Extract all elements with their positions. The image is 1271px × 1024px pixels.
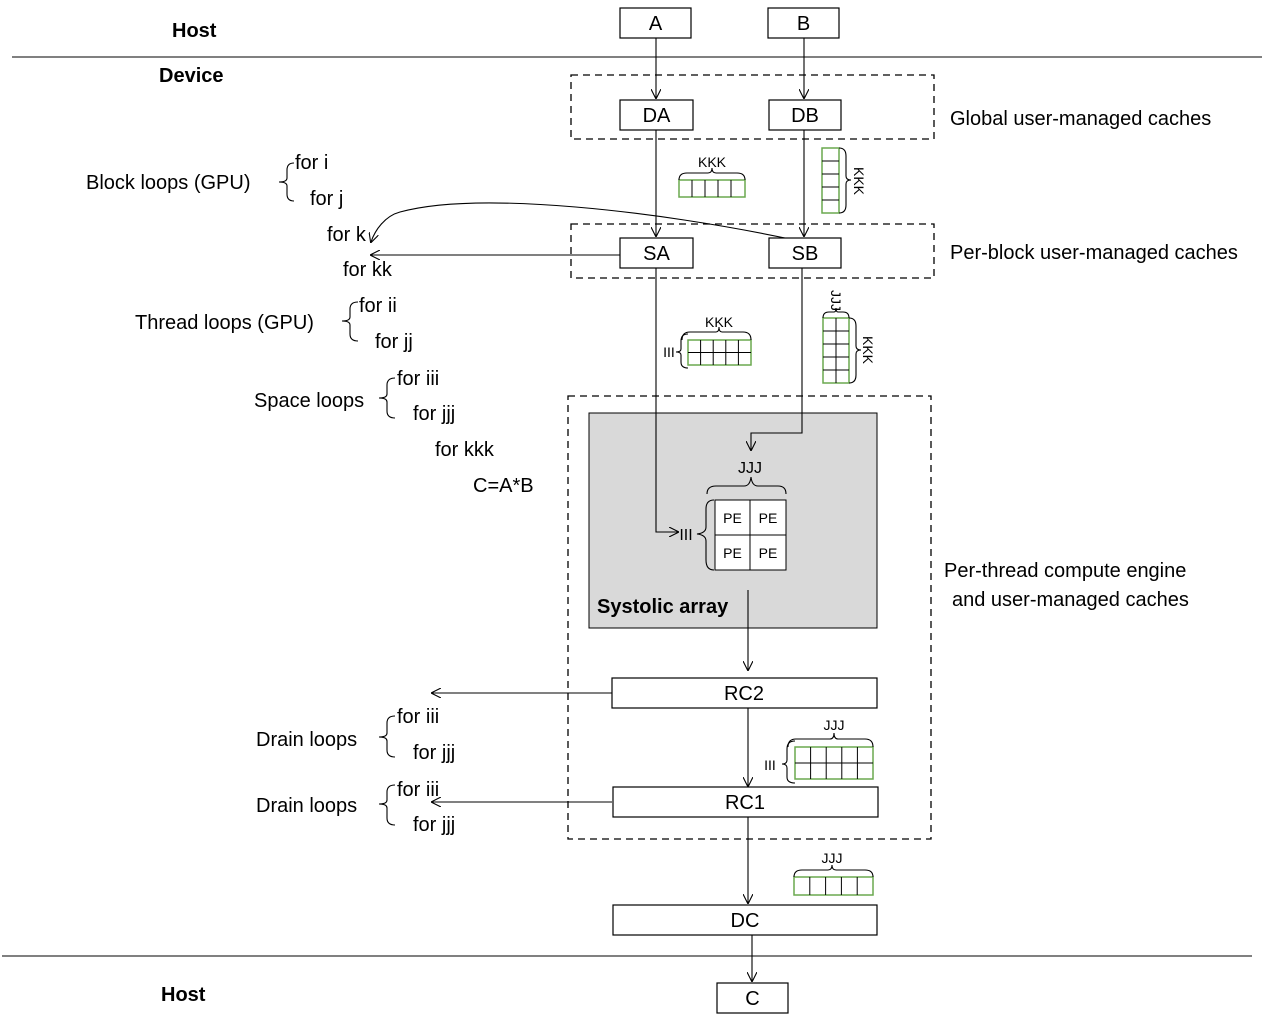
pe-cell: PE	[723, 510, 742, 526]
loop-for-iii: for iii	[397, 368, 439, 390]
box-b: B	[767, 7, 840, 39]
drain2-for-iii: for iii	[397, 779, 439, 801]
box-rc1-label: RC1	[725, 792, 765, 814]
tile-db: KKK	[821, 147, 867, 214]
per-thread-label-line2: and user-managed caches	[952, 589, 1189, 611]
drain2-for-jjj: for jjj	[413, 814, 455, 836]
per-block-cache-label: Per-block user-managed caches	[950, 242, 1238, 264]
tile-sa-kkk: KKK	[705, 314, 734, 330]
host-bottom-label: Host	[161, 984, 206, 1006]
tile-sa: KKK III	[663, 314, 752, 369]
box-rc2-label: RC2	[724, 683, 764, 705]
arrow-sa-systolic	[655, 268, 678, 532]
systolic-jjj-label: JJJ	[738, 460, 762, 477]
block-loops-brace	[278, 162, 295, 202]
tile-rc2-jjj: JJJ	[824, 717, 845, 733]
tile-rc1: JJJ	[793, 850, 874, 896]
tile-db-kkk: KKK	[851, 167, 867, 196]
global-cache-region	[570, 74, 935, 140]
box-dc: DC	[612, 904, 878, 936]
pe-cell: PE	[759, 510, 778, 526]
per-block-cache-region	[570, 223, 935, 279]
box-da: DA	[619, 99, 694, 131]
drain-loops-brace-2	[378, 784, 396, 826]
box-db: DB	[768, 99, 842, 131]
tile-sb-jjj: JJJ	[828, 290, 844, 311]
space-loops-brace	[378, 377, 396, 419]
block-loops-label: Block loops (GPU)	[86, 172, 251, 194]
thread-loops-label: Thread loops (GPU)	[135, 312, 314, 334]
box-sb-label: SB	[792, 243, 819, 265]
loop-for-i: for i	[295, 152, 328, 174]
thread-loops-brace	[341, 301, 359, 342]
loop-for-ii: for ii	[359, 295, 397, 317]
tile-sb-kkk: KKK	[860, 336, 876, 365]
loop-for-kkk: for kkk	[435, 439, 495, 461]
box-c: C	[716, 982, 789, 1014]
drain-loops-label-1: Drain loops	[256, 729, 357, 751]
pe-cell: PE	[759, 545, 778, 561]
space-loops-label: Space loops	[254, 390, 364, 412]
box-rc1: RC1	[612, 786, 879, 818]
systolic-iii-label: III	[679, 527, 692, 544]
tile-sa-iii: III	[663, 344, 675, 360]
compute-statement: C=A*B	[473, 475, 534, 497]
per-thread-region	[567, 395, 932, 840]
box-a: A	[619, 7, 692, 39]
box-c-label: C	[745, 988, 759, 1010]
per-thread-label-line1: Per-thread compute engine	[944, 560, 1186, 582]
box-sb: SB	[768, 237, 842, 269]
tile-sb: JJJ KKK	[822, 290, 876, 384]
loop-for-kk: for kk	[343, 259, 393, 281]
box-sa: SA	[619, 237, 694, 269]
box-da-label: DA	[643, 105, 671, 127]
box-rc2: RC2	[611, 677, 878, 709]
pe-grid: PE PE PE PE JJJ III	[679, 460, 787, 571]
tile-rc2-iii: III	[764, 757, 776, 773]
device-label: Device	[159, 65, 224, 87]
arrow-sb-systolic	[751, 268, 803, 450]
tile-rc2: JJJ III	[764, 717, 874, 784]
loop-for-k: for k	[327, 224, 367, 246]
pe-cell: PE	[723, 545, 742, 561]
drain-loops-label-2: Drain loops	[256, 795, 357, 817]
arrow-sb-fork	[371, 202, 786, 242]
loop-for-j: for j	[310, 188, 343, 210]
box-sa-label: SA	[643, 243, 670, 265]
host-top-label: Host	[172, 20, 217, 42]
drain1-for-jjj: for jjj	[413, 742, 455, 764]
box-a-label: A	[649, 13, 663, 35]
loop-for-jj: for jj	[375, 331, 413, 353]
box-db-label: DB	[791, 105, 819, 127]
tile-da: KKK	[678, 154, 746, 198]
tile-da-kkk: KKK	[698, 154, 727, 170]
box-dc-label: DC	[731, 910, 760, 932]
drain-loops-brace-1	[378, 715, 396, 758]
systolic-array-title: Systolic array	[597, 596, 729, 618]
global-cache-label: Global user-managed caches	[950, 108, 1211, 130]
tile-rc1-jjj: JJJ	[822, 850, 843, 866]
drain1-for-iii: for iii	[397, 706, 439, 728]
loop-for-jjj: for jjj	[413, 403, 455, 425]
box-b-label: B	[797, 13, 810, 35]
